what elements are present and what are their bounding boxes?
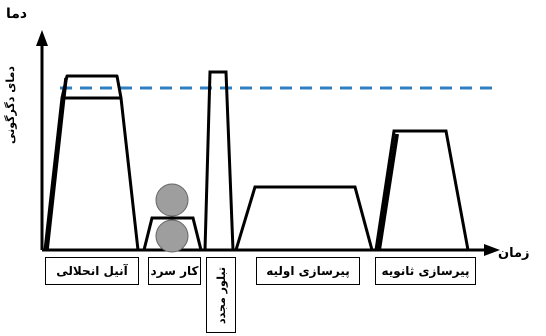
primary-aging-curve <box>234 185 374 251</box>
recrystallization-curve <box>203 70 235 251</box>
x-axis-arrow-icon <box>484 244 500 256</box>
stage-label-text: آنیل انحلالی <box>56 264 128 278</box>
stage-label-secondary-aging: پیرسازی ثانویه <box>375 257 476 285</box>
stage-label-text: کار سرد <box>150 264 199 278</box>
stage-label-solution-anneal: آنیل انحلالی <box>45 257 139 285</box>
y-axis-label: دما <box>6 6 28 22</box>
stage-label-text: پیرسازی ثانویه <box>381 264 470 278</box>
secondary-aging-curve <box>374 129 470 251</box>
stage-label-text: تبلور مجدد <box>214 266 228 324</box>
stage-label-text: پیرسازی اولیه <box>266 264 350 278</box>
stage-label-cold-work: کار سرد <box>148 257 201 285</box>
y-axis-arrow-icon <box>36 30 48 46</box>
solution-anneal-curve <box>43 74 140 251</box>
x-axis-label: زمان <box>498 246 530 261</box>
rolling-rollers-icon <box>155 183 189 253</box>
cold-work-curve <box>142 216 203 251</box>
transformation-temperature-label: دمای دگرگونی <box>4 66 17 144</box>
stage-label-primary-aging: پیرسازی اولیه <box>256 257 360 285</box>
stage-label-recrystallization: تبلور مجدد <box>206 257 236 333</box>
